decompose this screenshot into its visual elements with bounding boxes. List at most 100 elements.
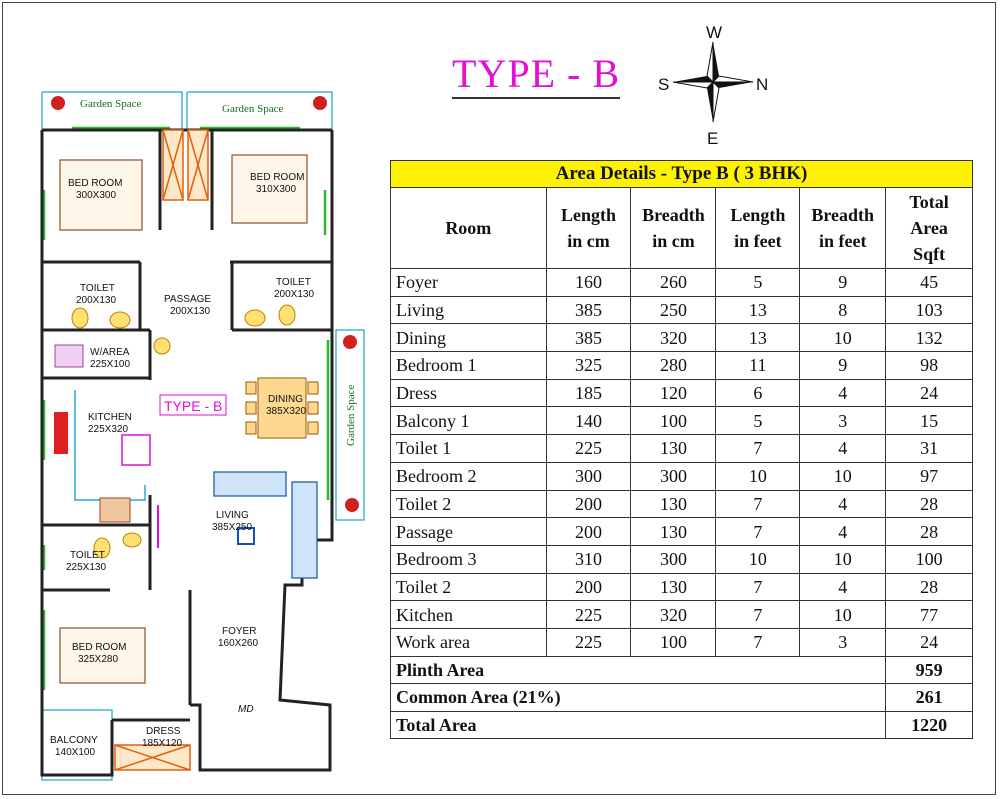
bedroom2-size: 310X300 [256,184,296,195]
garden-label-1: Garden Space [80,98,142,110]
dining-set [245,377,319,439]
compass-n: N [756,75,768,94]
bedroom2-label: BED ROOM [250,172,304,183]
cell-br-cm: 260 [630,268,717,297]
cell-room: Bedroom 1 [390,351,547,380]
plinth-area-row: Plinth Area 959 [389,655,973,685]
page-title: TYPE - B [452,51,620,96]
toilet1-size: 200X130 [76,295,116,306]
cell-total: 28 [885,517,973,546]
cell-total: 97 [885,461,973,491]
cell-len-ft: 5 [715,268,801,297]
compass-s: S [658,75,669,94]
cell-len-cm: 200 [545,489,632,519]
cell-total: 77 [885,600,973,629]
cell-total: 31 [885,434,973,463]
title-underline [452,97,620,99]
total-area-value: 1220 [885,710,973,740]
stove [99,497,131,523]
cell-len-cm: 200 [545,517,632,546]
garden-label-3: Garden Space [345,384,357,446]
cell-len-cm: 185 [545,378,632,408]
cell-room: Living [390,295,547,325]
cell-br-cm: 300 [630,461,717,491]
cell-total: 15 [885,406,973,436]
cell-len-ft: 7 [715,627,801,657]
cell-br-cm: 130 [630,517,717,546]
table-title: Area Details - Type B ( 3 BHK) [390,160,973,188]
common-area-row: Common Area (21%) 261 [389,683,973,712]
kitchen-sink [54,412,68,454]
cell-br-ft: 10 [799,544,887,574]
plinth-area-label: Plinth Area [389,655,887,685]
cell-total: 98 [885,351,973,380]
cell-br-ft: 4 [799,572,887,602]
cell-room: Bedroom 3 [390,544,547,574]
kitchen-size: 225X320 [88,424,128,435]
cell-br-cm: 100 [630,406,717,436]
cell-room: Kitchen [390,600,547,629]
cell-br-ft: 9 [799,268,887,297]
cell-room: Dress [390,378,547,408]
cell-br-ft: 4 [799,434,887,463]
cell-len-ft: 6 [715,378,801,408]
cell-room: Foyer [390,268,547,297]
common-area-label: Common Area (21%) [389,683,887,712]
compass-w: W [706,23,722,42]
cell-len-ft: 7 [715,489,801,519]
bedroom3-size: 325X280 [78,654,118,665]
beds [59,154,308,684]
bedroom1-label: BED ROOM [68,178,122,189]
cell-len-ft: 7 [715,600,801,629]
cell-len-cm: 300 [545,461,632,491]
cell-br-ft: 4 [799,378,887,408]
cell-br-ft: 8 [799,295,887,325]
cell-br-cm: 130 [630,489,717,519]
cell-br-ft: 9 [799,351,887,380]
area-details-table: Area Details - Type B ( 3 BHK) Room Leng… [389,160,973,740]
cell-total: 28 [885,572,973,602]
cell-br-cm: 250 [630,295,717,325]
cell-room: Passage [390,517,547,546]
dining-size: 385X320 [266,406,306,417]
toilet2-label: TOILET [276,277,311,288]
cell-br-cm: 120 [630,378,717,408]
cell-br-cm: 100 [630,627,717,657]
cell-total: 24 [885,627,973,657]
cell-len-cm: 140 [545,406,632,436]
cell-br-cm: 300 [630,544,717,574]
toilet-fixtures [71,304,296,559]
warea-size: 225X100 [90,359,130,370]
living-label: LIVING [216,510,249,521]
bedroom1-size: 300X300 [76,190,116,201]
warea-label: W/AREA [90,347,130,358]
cell-room: Dining [390,323,547,353]
cell-room: Bedroom 2 [390,461,547,491]
cell-len-cm: 325 [545,351,632,380]
cell-room: Balcony 1 [390,406,547,436]
floor-plan: Garden Space Garden Space Garden Space B… [40,91,365,781]
cell-total: 45 [885,268,973,297]
cell-br-cm: 280 [630,351,717,380]
bedroom3-label: BED ROOM [72,642,126,653]
total-area-label: Total Area [389,710,887,740]
dress-label: DRESS [146,726,181,737]
cell-room: Toilet 1 [390,434,547,463]
header-room: Room [390,187,547,269]
cell-br-ft: 10 [799,461,887,491]
dining-label: DINING [268,394,303,405]
sofas [213,471,318,579]
cell-br-cm: 320 [630,600,717,629]
kitchen-counter [74,390,151,501]
